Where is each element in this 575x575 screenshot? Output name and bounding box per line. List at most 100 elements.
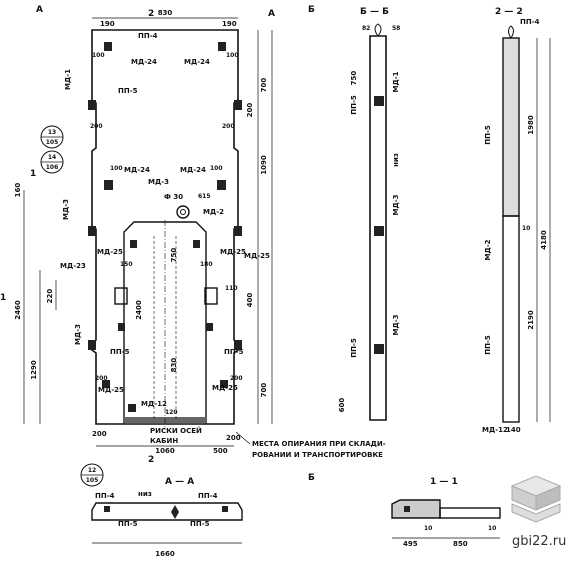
22-label-pp5b: ПП-5 xyxy=(484,335,492,355)
dim-100-b: 100 xyxy=(226,52,239,59)
section-11: 1 — 1 495 850 10 10 xyxy=(391,477,501,548)
22-label-md12: МД-12 xyxy=(482,426,508,434)
aa-label-pp4b: ПП-4 xyxy=(198,492,218,500)
dim-830b: 830 xyxy=(170,358,178,373)
note-line-2: РОВАНИИ И ТРАНСПОРТИРОВКЕ xyxy=(252,451,383,459)
dim-160: 160 xyxy=(14,183,22,198)
panel-outline xyxy=(91,29,239,425)
22-label-md2: МД-2 xyxy=(484,239,492,260)
watermark-text: gbi22.ru xyxy=(512,534,566,549)
label-md3-left2: МД-3 xyxy=(74,324,82,345)
22-dim-1980: 1980 xyxy=(527,115,535,135)
aa-label-pp5b: ПП-5 xyxy=(190,520,210,528)
dim-180: 180 xyxy=(200,261,213,268)
dim-200-bl: 200 xyxy=(92,430,107,438)
bb-dim-750: 750 xyxy=(350,71,358,86)
dim-2460: 2460 xyxy=(14,300,22,320)
title-aa: А — А xyxy=(165,477,194,487)
dim-150: 150 xyxy=(120,261,133,268)
label-pp5: ПП-5 xyxy=(118,87,138,95)
bb-label-md3b: МД-3 xyxy=(392,314,400,335)
label-md24-b: МД-24 xyxy=(184,58,210,66)
aa-label-pp4a: ПП-4 xyxy=(95,492,115,500)
dim-82: 82 xyxy=(362,25,370,32)
dim-220: 220 xyxy=(46,289,54,304)
dim-615: 615 xyxy=(198,193,211,200)
dim-750: 750 xyxy=(170,248,178,263)
dim-700-top: 700 xyxy=(260,78,268,93)
dim-200-br: 200 xyxy=(226,434,241,442)
22-lower xyxy=(502,215,520,423)
leader-line xyxy=(235,431,251,445)
ref-circle-1: 13 105 xyxy=(40,125,64,149)
svg-text:13: 13 xyxy=(48,129,56,136)
dim-500: 500 xyxy=(213,447,228,455)
bb-label-md1: МД-1 xyxy=(392,71,400,92)
label-md25-c: МД-25 xyxy=(220,248,246,256)
label-pp5-c: ПП-5 xyxy=(224,348,244,356)
label-riski: РИСКИ ОСЕЙ xyxy=(150,426,202,435)
aa-label-pp5a: ПП-5 xyxy=(118,520,138,528)
svg-text:105: 105 xyxy=(86,477,99,484)
label-md23: МД-23 xyxy=(60,262,86,270)
bb-label-md3: МД-3 xyxy=(392,194,400,215)
dim-100-a: 100 xyxy=(92,52,105,59)
11-dim-10b: 10 xyxy=(488,525,496,532)
ref-circle-2: 14 106 xyxy=(40,150,64,174)
dim-400: 400 xyxy=(246,293,254,308)
22-label-pp5: ПП-5 xyxy=(484,125,492,145)
label-md12: МД-12 xyxy=(141,400,167,408)
dim-200-d: 200 xyxy=(230,375,243,382)
dim-200-b: 200 xyxy=(222,123,235,130)
dim-200-c: 200 xyxy=(95,375,108,382)
label-md3: МД-3 xyxy=(148,178,169,186)
label-pp5-b: ПП-5 xyxy=(110,348,130,356)
label-md25-e: МД-25 xyxy=(212,384,238,392)
note-line-1: МЕСТА ОПИРАНИЯ ПРИ СКЛАДИ- xyxy=(252,440,386,448)
section-22: 2 — 2 ПП-4 ПП-5 1980 4180 2190 МД-2 ПП-5… xyxy=(482,7,551,434)
bb-outline xyxy=(369,35,387,421)
dim-100-c: 100 xyxy=(110,165,123,172)
bb-label-pp5: ПП-5 xyxy=(350,95,358,115)
22-dim-4180: 4180 xyxy=(540,230,548,250)
dim-120: 120 xyxy=(165,409,178,416)
svg-text:12: 12 xyxy=(88,467,96,474)
bb-dim-600: 600 xyxy=(338,398,346,413)
mark-1-bl: 1 xyxy=(0,293,6,303)
mark-1-left: 1 xyxy=(30,169,36,179)
dim-190-right: 190 xyxy=(222,20,237,28)
dim-1090: 1090 xyxy=(260,155,268,175)
dim-1060: 1060 xyxy=(155,447,175,455)
label-pp4: ПП-4 xyxy=(138,32,158,40)
aa-outline xyxy=(91,502,243,521)
mark-2-top: 2 xyxy=(148,9,154,19)
22-top xyxy=(508,25,514,39)
22-upper xyxy=(502,37,520,217)
front-view: 830 190 190 700 1090 700 200 400 2460 12… xyxy=(0,5,386,487)
11-dim-495: 495 xyxy=(403,540,418,548)
dim-830: 830 xyxy=(158,9,173,17)
dim-58: 58 xyxy=(392,25,400,32)
ref-circle-3: 12 105 xyxy=(80,463,104,487)
section-bb: Б — Б 82 58 750 ПП-5 МД-1 низ МД-3 МД-3 … xyxy=(338,7,400,421)
dim-2400: 2400 xyxy=(135,300,143,320)
label-md24-c: МД-24 xyxy=(124,166,150,174)
embedded-parts xyxy=(88,42,242,412)
22-dim-10: 10 xyxy=(522,225,530,232)
title-22: 2 — 2 xyxy=(495,7,523,17)
11-plate xyxy=(439,507,501,519)
mark-2-bottom: 2 xyxy=(148,455,154,465)
aa-dim-1660: 1660 xyxy=(155,550,175,558)
svg-text:105: 105 xyxy=(46,139,59,146)
bb-top xyxy=(374,23,382,37)
11-dim-850: 850 xyxy=(453,540,468,548)
dim-110: 110 xyxy=(225,285,238,292)
label-md24-d: МД-24 xyxy=(180,166,206,174)
22-dim-140: 140 xyxy=(506,426,521,434)
bb-label-niz: низ xyxy=(392,153,400,167)
hole-inner xyxy=(180,209,186,215)
mark-a-topright: А xyxy=(268,9,275,19)
label-md24-a: МД-24 xyxy=(131,58,157,66)
dim-700-bottom: 700 xyxy=(260,383,268,398)
hole-circle xyxy=(176,205,190,219)
